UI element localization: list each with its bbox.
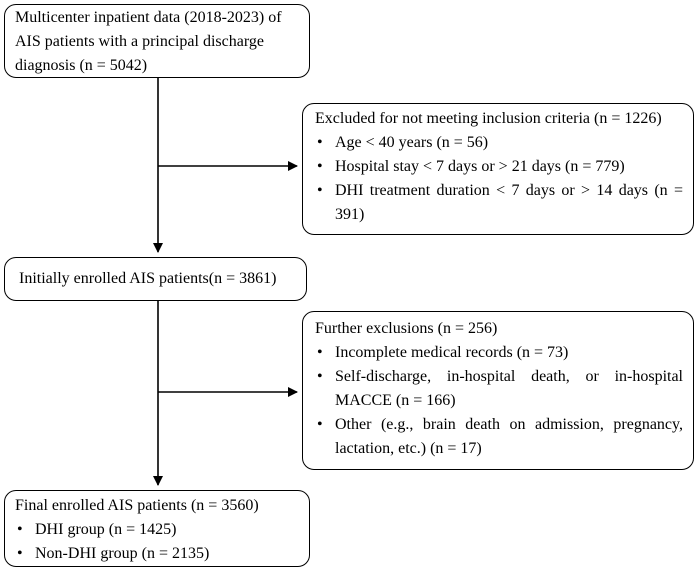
source-line-1: Multicenter inpatient data (2018-2023) o… <box>15 9 282 26</box>
list-item: • Non-DHI group (n = 2135) <box>15 542 299 566</box>
list-item-text: Non-DHI group (n = 2135) <box>35 545 210 562</box>
list-item-text: DHI group (n = 1425) <box>35 521 177 538</box>
bullet-icon: • <box>17 545 23 562</box>
exclusion2-list: • Incomplete medical records (n = 73) • … <box>315 341 683 461</box>
list-item-text: Incomplete medical records (n = 73) <box>335 344 569 361</box>
source-population-box: Multicenter inpatient data (2018-2023) o… <box>4 4 310 78</box>
list-item: • Incomplete medical records (n = 73) <box>315 341 683 365</box>
enrolled-title: Initially enrolled AIS patients(n = 3861… <box>19 270 277 287</box>
bullet-icon: • <box>17 521 23 538</box>
bullet-icon: • <box>317 368 323 385</box>
final-title: Final enrolled AIS patients (n = 3560) <box>15 497 259 514</box>
initially-enrolled-box: Initially enrolled AIS patients(n = 3861… <box>4 257 307 301</box>
exclusion1-title: Excluded for not meeting inclusion crite… <box>315 110 662 127</box>
list-item: • Other (e.g., brain death on admission,… <box>315 413 683 461</box>
list-item-text: Hospital stay < 7 days or > 21 days (n =… <box>335 158 625 175</box>
exclusion2-title: Further exclusions (n = 256) <box>315 320 498 337</box>
bullet-icon: • <box>317 416 323 433</box>
list-item-text: Other (e.g., brain death on admission, p… <box>335 416 683 457</box>
exclusion-box-inclusion-criteria: Excluded for not meeting inclusion crite… <box>302 103 694 235</box>
exclusion1-list: • Age < 40 years (n = 56) • Hospital sta… <box>315 131 683 227</box>
bullet-icon: • <box>317 344 323 361</box>
list-item-text: DHI treatment duration < 7 days or > 14 … <box>335 182 683 223</box>
final-enrolled-box: Final enrolled AIS patients (n = 3560) •… <box>4 490 310 567</box>
bullet-icon: • <box>317 158 323 175</box>
exclusion-box-further: Further exclusions (n = 256) • Incomplet… <box>302 311 694 470</box>
list-item-text: Self-discharge, in-hospital death, or in… <box>335 368 683 409</box>
list-item: • Age < 40 years (n = 56) <box>315 131 683 155</box>
bullet-icon: • <box>317 134 323 151</box>
list-item: • DHI group (n = 1425) <box>15 518 299 542</box>
list-item: • Hospital stay < 7 days or > 21 days (n… <box>315 155 683 179</box>
list-item: • DHI treatment duration < 7 days or > 1… <box>315 179 683 227</box>
bullet-icon: • <box>317 182 323 199</box>
list-item-text: Age < 40 years (n = 56) <box>335 134 489 151</box>
list-item: • Self-discharge, in-hospital death, or … <box>315 365 683 413</box>
source-line-3: diagnosis (n = 5042) <box>15 57 148 74</box>
final-group-list: • DHI group (n = 1425) • Non-DHI group (… <box>15 518 299 566</box>
source-line-2: AIS patients with a principal discharge <box>15 33 264 50</box>
